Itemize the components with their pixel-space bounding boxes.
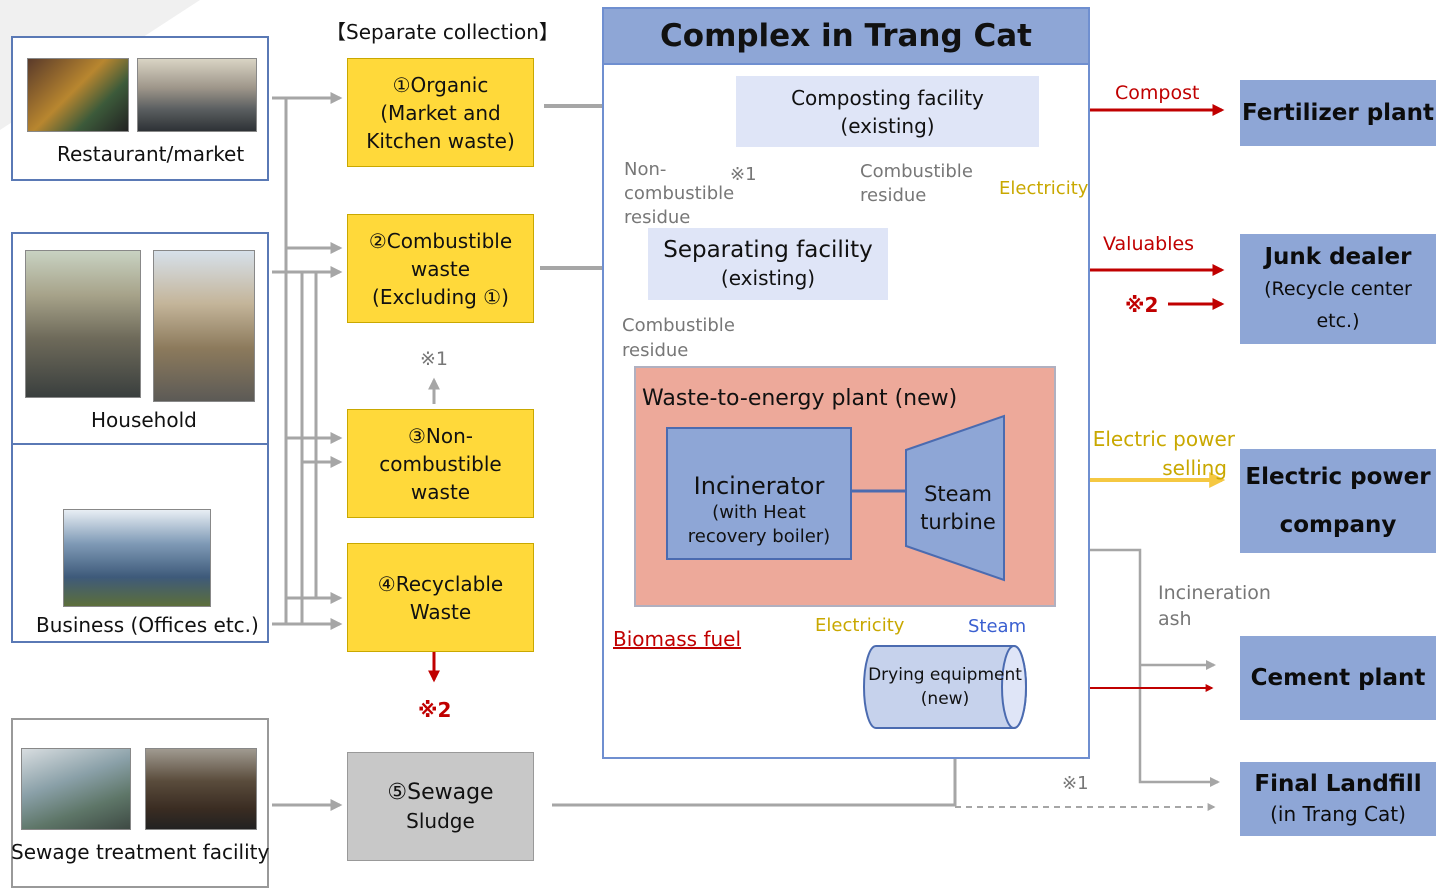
power-selling-l1: Electric power bbox=[1092, 427, 1235, 451]
noncomb-residue-l2: combustible bbox=[624, 183, 735, 204]
valuables-label: Valuables bbox=[1103, 233, 1195, 255]
output-cement-plant: Cement plant bbox=[1240, 636, 1436, 720]
output-final-landfill: Final Landfill (in Trang Cat) bbox=[1240, 762, 1436, 836]
recyclable-l1: ④Recyclable bbox=[377, 571, 504, 596]
power-selling-label: Electric power selling bbox=[1089, 425, 1235, 483]
drying-equipment: Drying equipment (new) bbox=[866, 663, 1024, 711]
sludge-l1: ⑤Sewage bbox=[387, 779, 494, 805]
ash-l1: Incineration bbox=[1158, 582, 1271, 604]
noncomb-l1: ③Non- bbox=[407, 423, 474, 448]
combustible-residue-bottom: Combustible residue bbox=[622, 313, 735, 363]
incinerator: Incinerator (with Heat recovery boiler) bbox=[666, 427, 852, 560]
power-company-l2: company bbox=[1279, 512, 1397, 538]
steam-label: Steam bbox=[968, 616, 1027, 637]
electricity-top-label: Electricity bbox=[999, 178, 1089, 199]
composting-facility: Composting facility (existing) bbox=[736, 76, 1039, 147]
composting-l2: (existing) bbox=[840, 114, 935, 138]
sewage-photo-2 bbox=[145, 748, 257, 830]
separating-l2: (existing) bbox=[720, 266, 816, 290]
junk-l1: Junk dealer bbox=[1264, 244, 1412, 270]
organic-l3: Kitchen waste) bbox=[366, 128, 515, 153]
separating-l1: Separating facility bbox=[663, 237, 873, 263]
note1-separating: ※1 bbox=[730, 164, 757, 185]
sewage-label: Sewage treatment facility bbox=[11, 840, 270, 864]
drying-cylinder bbox=[863, 645, 1027, 729]
note1-landfill: ※1 bbox=[1062, 773, 1089, 794]
electricity-bottom-label: Electricity bbox=[815, 615, 905, 636]
restaurant-photo bbox=[27, 58, 129, 132]
source-business: Business (Offices etc.) bbox=[11, 443, 269, 643]
drying-l2: (new) bbox=[920, 689, 970, 709]
noncomb-residue-label: Non- combustible residue bbox=[624, 158, 734, 230]
category-combustible: ②Combustible waste (Excluding ①) bbox=[347, 214, 534, 323]
comb-res-top-l2: residue bbox=[860, 185, 927, 206]
drying-l1: Drying equipment bbox=[868, 665, 1022, 685]
biomass-label: Biomass fuel bbox=[613, 627, 742, 651]
comb-res-bot-l1: Combustible bbox=[622, 315, 735, 336]
household-label: Household bbox=[91, 408, 197, 432]
steam-turbine: Steam turbine bbox=[910, 480, 1006, 536]
comb-res-bot-l2: residue bbox=[622, 340, 689, 361]
organic-l1: ①Organic bbox=[392, 72, 489, 97]
junk-l2: (Recycle center bbox=[1264, 278, 1412, 300]
note2-junk: ※2 bbox=[1125, 293, 1159, 317]
compost-label: Compost bbox=[1115, 82, 1200, 104]
category-noncombustible: ③Non-combustible waste bbox=[347, 409, 534, 518]
power-company-l1: Electric power bbox=[1245, 464, 1431, 490]
ash-l2: ash bbox=[1158, 608, 1192, 630]
incinerator-l3: recovery boiler) bbox=[687, 526, 831, 547]
turbine-l2: turbine bbox=[920, 510, 996, 534]
output-electric-company: Electric power company bbox=[1240, 449, 1436, 553]
source-restaurant: Restaurant/market bbox=[11, 36, 269, 181]
household-photo-1 bbox=[25, 250, 141, 398]
composting-l1: Composting facility bbox=[791, 86, 984, 110]
noncomb-residue-l3: residue bbox=[624, 207, 691, 228]
steam-turbine-shape bbox=[850, 414, 1005, 582]
separating-facility: Separating facility (existing) bbox=[648, 228, 888, 300]
complex-title: Complex in Trang Cat bbox=[602, 7, 1090, 65]
combustible-l3: (Excluding ①) bbox=[372, 284, 509, 309]
incineration-ash-label: Incineration ash bbox=[1158, 580, 1271, 632]
separate-collection-heading: 【Separate collection】 bbox=[326, 20, 559, 44]
note1-noncomb: ※1 bbox=[420, 348, 449, 370]
recyclable-l2: Waste bbox=[409, 599, 472, 624]
combustible-l2: waste bbox=[410, 256, 471, 281]
landfill-l2: (in Trang Cat) bbox=[1270, 802, 1406, 826]
wte-title: Waste-to-energy plant (new) bbox=[642, 386, 958, 411]
market-photo bbox=[137, 58, 257, 132]
household-photo-2 bbox=[153, 250, 255, 402]
noncomb-l2: combustible bbox=[379, 451, 502, 476]
junk-l3: etc.) bbox=[1316, 310, 1360, 332]
combustible-l1: ②Combustible bbox=[368, 228, 513, 253]
comb-res-top-l1: Combustible bbox=[860, 161, 973, 182]
output-junk-dealer: Junk dealer (Recycle center etc.) bbox=[1240, 234, 1436, 344]
turbine-l1: Steam bbox=[924, 482, 992, 506]
noncomb-l3: waste bbox=[410, 479, 471, 504]
combustible-residue-top: Combustible residue bbox=[860, 160, 973, 208]
landfill-l1: Final Landfill bbox=[1254, 771, 1422, 797]
output-fertilizer: Fertilizer plant bbox=[1240, 80, 1436, 146]
incinerator-l2: (with Heat bbox=[712, 502, 806, 523]
power-selling-l2: selling bbox=[1162, 456, 1227, 480]
business-label: Business (Offices etc.) bbox=[36, 613, 259, 637]
incinerator-l1: Incinerator bbox=[693, 472, 825, 500]
sludge-l2: Sludge bbox=[406, 808, 475, 833]
sewage-photo-1 bbox=[21, 748, 131, 830]
source-household: Household bbox=[11, 232, 269, 445]
noncomb-residue-l1: Non- bbox=[624, 159, 667, 180]
source-sewage: Sewage treatment facility bbox=[11, 718, 269, 888]
note2-recyclable: ※2 bbox=[418, 698, 452, 722]
restaurant-label: Restaurant/market bbox=[57, 142, 245, 166]
business-photo bbox=[63, 509, 211, 607]
organic-l2: (Market and bbox=[380, 100, 501, 125]
